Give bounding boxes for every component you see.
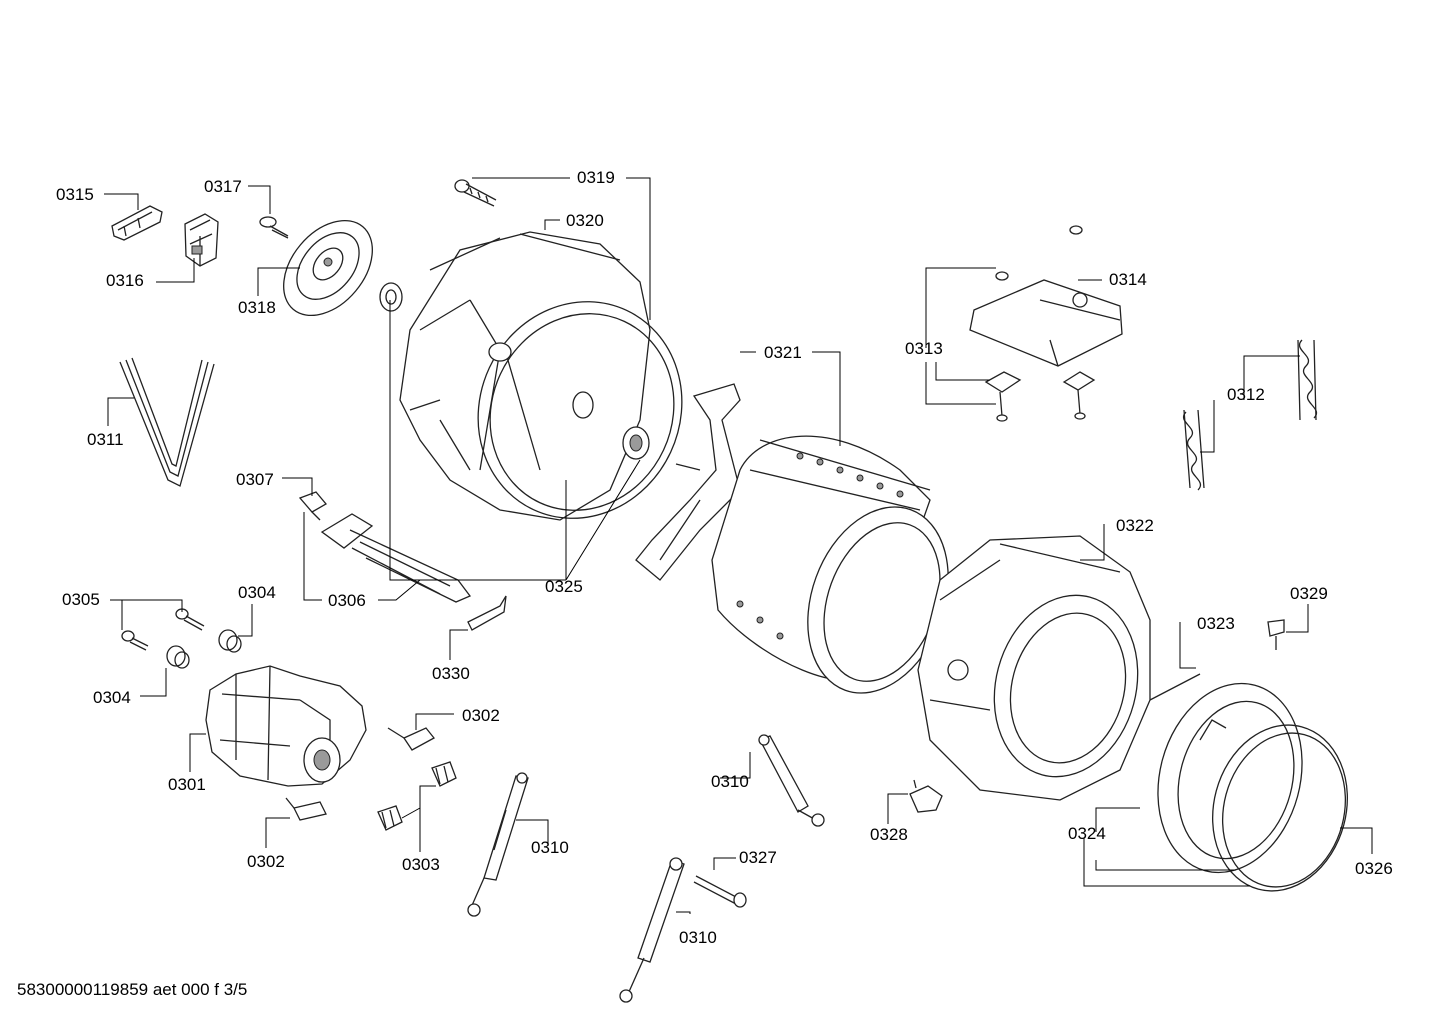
part-spider bbox=[635, 383, 741, 581]
label-0316: 0316 bbox=[106, 271, 144, 290]
label-0315: 0315 bbox=[56, 185, 94, 204]
part-0322-front-tub bbox=[917, 535, 1151, 801]
part-0306-heater bbox=[320, 513, 472, 603]
part-0314-weight bbox=[969, 225, 1123, 367]
label-0327: 0327 bbox=[739, 848, 777, 867]
label-0304-bottom: 0304 bbox=[93, 688, 131, 707]
part-0307-sensor bbox=[298, 491, 327, 521]
part-0324-seal bbox=[1157, 682, 1303, 874]
label-0305: 0305 bbox=[62, 590, 100, 609]
label-0314: 0314 bbox=[1109, 270, 1147, 289]
part-bearing bbox=[379, 282, 403, 312]
drawing-reference: 58300000119859 aet 000 f 3/5 bbox=[17, 980, 248, 999]
label-0312: 0312 bbox=[1227, 385, 1265, 404]
part-0320-rear-tub bbox=[399, 231, 683, 521]
label-0301: 0301 bbox=[168, 775, 206, 794]
part-0310-dampers bbox=[467, 734, 825, 1003]
label-0320: 0320 bbox=[566, 211, 604, 230]
leader-lines bbox=[104, 177, 1373, 914]
label-0302-top: 0302 bbox=[462, 706, 500, 725]
part-0311-belt bbox=[119, 357, 215, 487]
label-0329: 0329 bbox=[1290, 584, 1328, 603]
label-0318: 0318 bbox=[238, 298, 276, 317]
part-0329-screw bbox=[1267, 619, 1285, 650]
part-0330-clip bbox=[467, 595, 507, 631]
label-0311: 0311 bbox=[87, 430, 124, 449]
label-0321: 0321 bbox=[764, 343, 802, 362]
part-0301-motor bbox=[205, 665, 367, 787]
label-0330: 0330 bbox=[432, 664, 470, 683]
part-labels: 0315 0316 0317 0318 0319 0320 0314 0313 … bbox=[56, 168, 1393, 947]
part-0313-fixings bbox=[984, 371, 1096, 422]
part-0303-bushes bbox=[377, 761, 457, 831]
label-0326: 0326 bbox=[1355, 859, 1393, 878]
part-0304-bushes bbox=[166, 629, 242, 669]
part-0326-ring bbox=[1211, 724, 1349, 892]
part-0328-clip bbox=[909, 779, 943, 813]
label-0310-bottom: 0310 bbox=[679, 928, 717, 947]
label-0302-bottom: 0302 bbox=[247, 852, 285, 871]
part-0318-pulley bbox=[283, 219, 373, 317]
label-0313: 0313 bbox=[905, 339, 943, 358]
label-0322: 0322 bbox=[1116, 516, 1154, 535]
label-0310-right: 0310 bbox=[711, 772, 749, 791]
part-0317-screw bbox=[259, 216, 289, 239]
label-0325: 0325 bbox=[545, 577, 583, 596]
part-0319-bolt bbox=[454, 179, 497, 207]
label-0323: 0323 bbox=[1197, 614, 1235, 633]
label-0310-middle: 0310 bbox=[531, 838, 569, 857]
label-0304-top: 0304 bbox=[238, 583, 276, 602]
part-0327-bolt bbox=[693, 875, 747, 908]
label-0317: 0317 bbox=[204, 177, 242, 196]
label-0303: 0303 bbox=[402, 855, 440, 874]
part-0305-screws bbox=[121, 608, 205, 651]
part-0321-drum bbox=[711, 435, 949, 694]
label-0324: 0324 bbox=[1068, 824, 1106, 843]
part-0315-brush bbox=[111, 205, 163, 241]
part-0302-connectors bbox=[285, 727, 435, 821]
label-0306: 0306 bbox=[328, 591, 366, 610]
part-0312-springs bbox=[1183, 339, 1317, 491]
part-0323-spring bbox=[1149, 673, 1201, 701]
label-0307: 0307 bbox=[236, 470, 274, 489]
part-0316-bracket bbox=[184, 213, 219, 267]
label-0319: 0319 bbox=[577, 168, 615, 187]
label-0328: 0328 bbox=[870, 825, 908, 844]
